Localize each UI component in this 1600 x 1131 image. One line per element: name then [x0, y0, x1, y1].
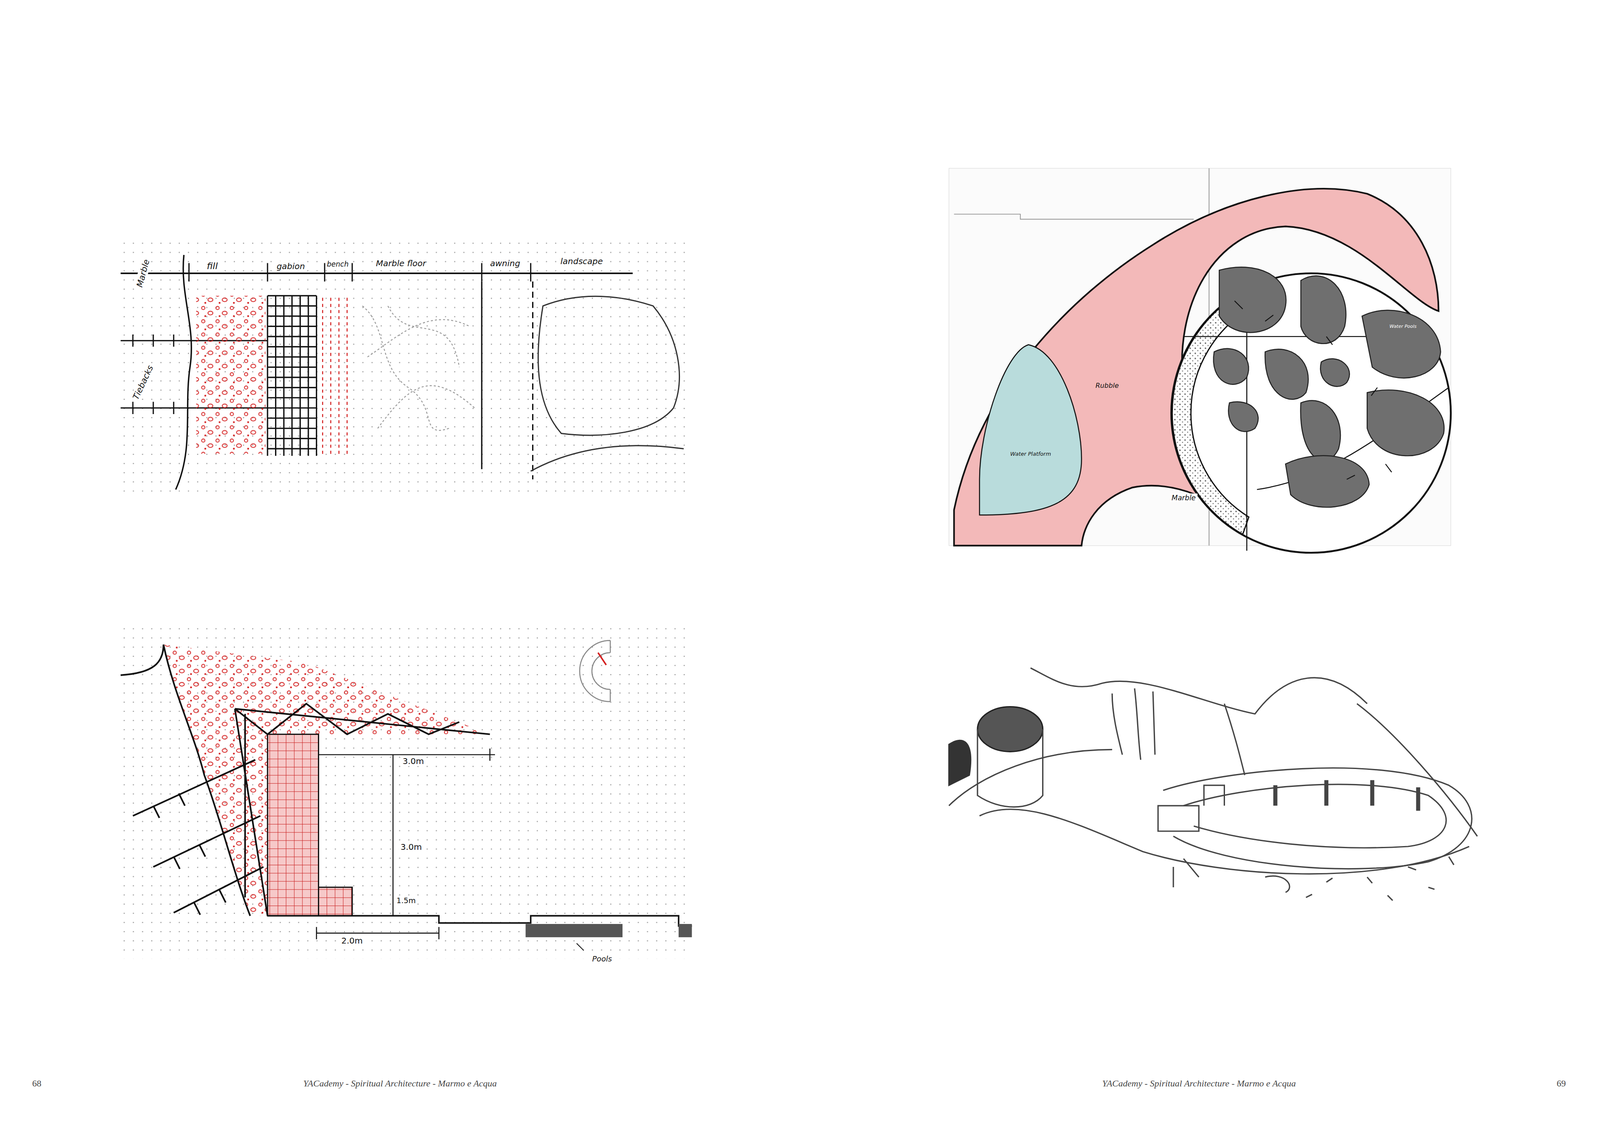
perspective-sketch-stroke: [1275, 780, 1419, 811]
gabion-section-sketch-stroke: [597, 652, 607, 665]
plan-sketch-stroke: [979, 344, 1082, 515]
dimension-label: 2.0m: [339, 935, 365, 946]
plan-sketch-stroke: [1234, 300, 1392, 480]
gabion-section-sketch-stroke: [316, 748, 495, 940]
perspective-sketch-stroke: [1030, 668, 1368, 715]
section-strip-sketch-stroke: [532, 281, 534, 480]
section-strip-sketch-stroke: [120, 272, 633, 275]
dimension-label: 3.0m: [400, 756, 426, 767]
gabion-section-sketch-stroke: [267, 734, 319, 917]
gabion-section-sketch-stroke: [117, 624, 692, 959]
section-strip-sketch-stroke: [362, 305, 475, 431]
section-strip-sketch-stroke: [267, 295, 317, 456]
plan-sketch-stroke: [1300, 275, 1346, 344]
gabion-section-sketch-stroke: [267, 915, 692, 926]
gabion-section-sketch-stroke: [576, 943, 584, 951]
column-label: fill: [205, 260, 220, 272]
gabion-section-sketch-stroke: [132, 760, 264, 915]
plan-sketch-stroke: [1219, 267, 1286, 333]
leader-label: Pools: [590, 954, 614, 964]
running-footer: YACademy - Spiritual Architecture - Marm…: [301, 1078, 499, 1090]
perspective-sketch: [948, 668, 1478, 901]
perspective-sketch-stroke: [948, 740, 971, 786]
plan-sketch-stroke: [1171, 273, 1451, 553]
material-label: Rubble: [1093, 381, 1121, 390]
page-number: 69: [1555, 1078, 1568, 1090]
plan-sketch-stroke: [1300, 400, 1341, 461]
gabion-section-sketch: [117, 624, 692, 959]
perspective-sketch-stroke: [1183, 784, 1447, 848]
section-strip-sketch-stroke: [538, 296, 680, 435]
material-label: Marble: [1170, 493, 1198, 503]
perspective-sketch-stroke: [1163, 768, 1473, 870]
plan-sketch-stroke: [1362, 310, 1441, 379]
dimension-label: 1.5m: [395, 896, 418, 906]
perspective-sketch-stroke: [977, 729, 1043, 808]
gabion-section-sketch-stroke: [525, 924, 623, 938]
perspective-sketch-stroke: [979, 809, 1470, 875]
gabion-section-sketch-stroke: [579, 640, 610, 702]
column-label: Marble floor: [374, 258, 428, 269]
plan-sketch-stroke: [1265, 349, 1309, 400]
section-strip-sketch-stroke: [530, 445, 684, 472]
column-label: bench: [325, 260, 351, 269]
gabion-section-sketch-stroke: [318, 887, 353, 917]
plan-sketch-stroke: [1285, 455, 1370, 508]
plan-sketch-stroke: [1213, 348, 1249, 385]
section-strip-sketch-stroke: [175, 255, 192, 490]
perspective-sketch-stroke: [1112, 688, 1245, 776]
column-label: awning: [488, 258, 522, 269]
gabion-section-sketch-stroke: [120, 644, 251, 916]
section-strip-sketch-stroke: [322, 297, 348, 455]
section-strip-sketch-stroke: [481, 281, 483, 470]
area-label: Water Platform: [1008, 450, 1053, 458]
section-strip-sketch: [117, 236, 692, 492]
perspective-sketch-stroke: [1157, 785, 1225, 888]
section-strip-sketch-stroke: [196, 295, 266, 454]
running-footer: YACademy - Spiritual Architecture - Marm…: [1100, 1078, 1298, 1090]
section-strip-sketch-stroke: [117, 236, 692, 492]
plan-sketch-stroke: [1367, 390, 1445, 456]
gabion-section-sketch-stroke: [235, 703, 490, 916]
perspective-sketch-stroke: [977, 707, 1043, 753]
perspective-sketch-stroke: [1265, 856, 1454, 901]
plan-sketch-stroke: [1228, 402, 1258, 432]
dimension-label: 3.0m: [398, 842, 424, 853]
page-number: 68: [30, 1078, 43, 1090]
plan-sketch-stroke: [1320, 358, 1350, 387]
column-label: gabion: [275, 261, 307, 272]
area-label: Water Pools: [1387, 323, 1419, 330]
plan-sketch-stroke: [1213, 267, 1444, 508]
section-strip-sketch-stroke: [189, 263, 531, 282]
plan-sketch: [948, 168, 1451, 553]
gabion-section-sketch-stroke: [678, 924, 693, 938]
perspective-sketch-stroke: [948, 703, 1478, 837]
column-label: landscape: [558, 256, 605, 267]
